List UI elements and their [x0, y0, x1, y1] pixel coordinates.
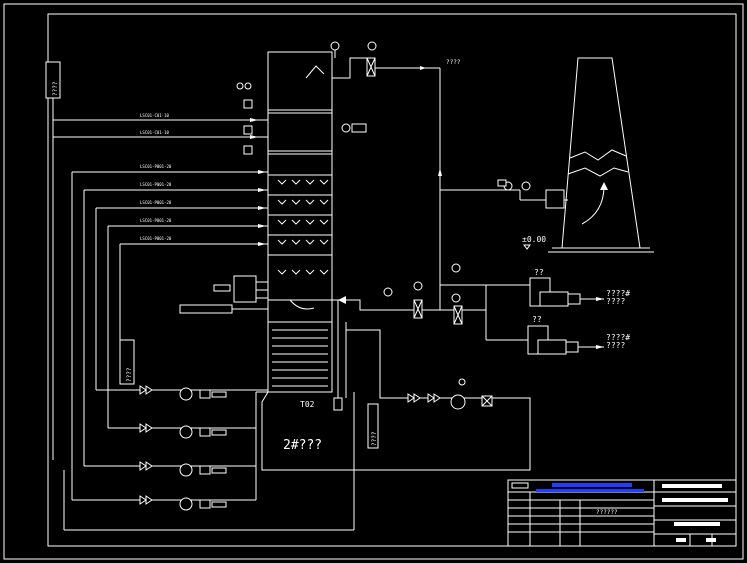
pipe-tag-2: LSC01-C01-10 — [140, 130, 169, 135]
tank-area — [63, 300, 355, 531]
chimney-level-label: ±0.00 — [522, 235, 546, 244]
pump-tag-bottom: ?? — [532, 315, 542, 324]
absorber-tower — [267, 51, 333, 393]
right-bottom-line1: ????# — [606, 333, 630, 342]
pipe-tag-3: LSC01-P001-20 — [140, 164, 172, 169]
pipe-tag-6: LSC01-P001-20 — [140, 218, 172, 223]
pipe-lines — [53, 118, 268, 500]
svg-text:????: ???? — [126, 367, 133, 382]
pump-2 — [108, 423, 256, 439]
tank-tag: T02 — [300, 400, 315, 409]
slurry-hatch — [272, 329, 328, 387]
pump-1 — [96, 385, 268, 401]
tank-area-label: 2#??? — [283, 438, 322, 453]
flue-gas-inlet-duct — [332, 263, 530, 341]
level-mark-icon — [523, 244, 531, 250]
pipe-tag-1: LSC01-C01-10 — [140, 113, 169, 118]
booster-fan-2 — [527, 325, 604, 355]
booster-fan-1 — [529, 277, 604, 307]
chimney — [545, 57, 654, 253]
wash-valves — [236, 82, 367, 155]
right-bottom-line2: ???? — [606, 341, 625, 350]
pipe-tag-4: LSC01-P001-20 — [140, 182, 172, 187]
recirculation-pumps: ???? — [72, 339, 268, 511]
right-top-line1: ????# — [606, 289, 630, 298]
chimney-instruments — [497, 179, 531, 191]
svg-text:????: ???? — [52, 81, 59, 96]
title-block — [507, 479, 737, 547]
svg-text:????: ???? — [371, 431, 378, 446]
flue-gas-label: ???? — [446, 59, 461, 66]
flue-gas-outlet-duct — [330, 41, 568, 310]
pump-3 — [84, 461, 256, 477]
drawing-title: ?????? — [596, 509, 618, 516]
gypsum-discharge: ???? — [346, 329, 531, 471]
inner-frame — [47, 13, 737, 547]
pipe-tag-5: LSC01-P001-20 — [140, 200, 172, 205]
pump-4 — [72, 495, 256, 511]
right-top-line2: ???? — [606, 297, 625, 306]
oxidation-air-inlet — [179, 275, 268, 314]
spray-nozzles — [277, 179, 329, 275]
pipe-tag-7: LSC01-P001-20 — [140, 236, 172, 241]
outer-frame — [3, 3, 744, 560]
left-level-instrument: ???? — [45, 61, 61, 460]
pump-tag-top: ?? — [534, 268, 544, 277]
